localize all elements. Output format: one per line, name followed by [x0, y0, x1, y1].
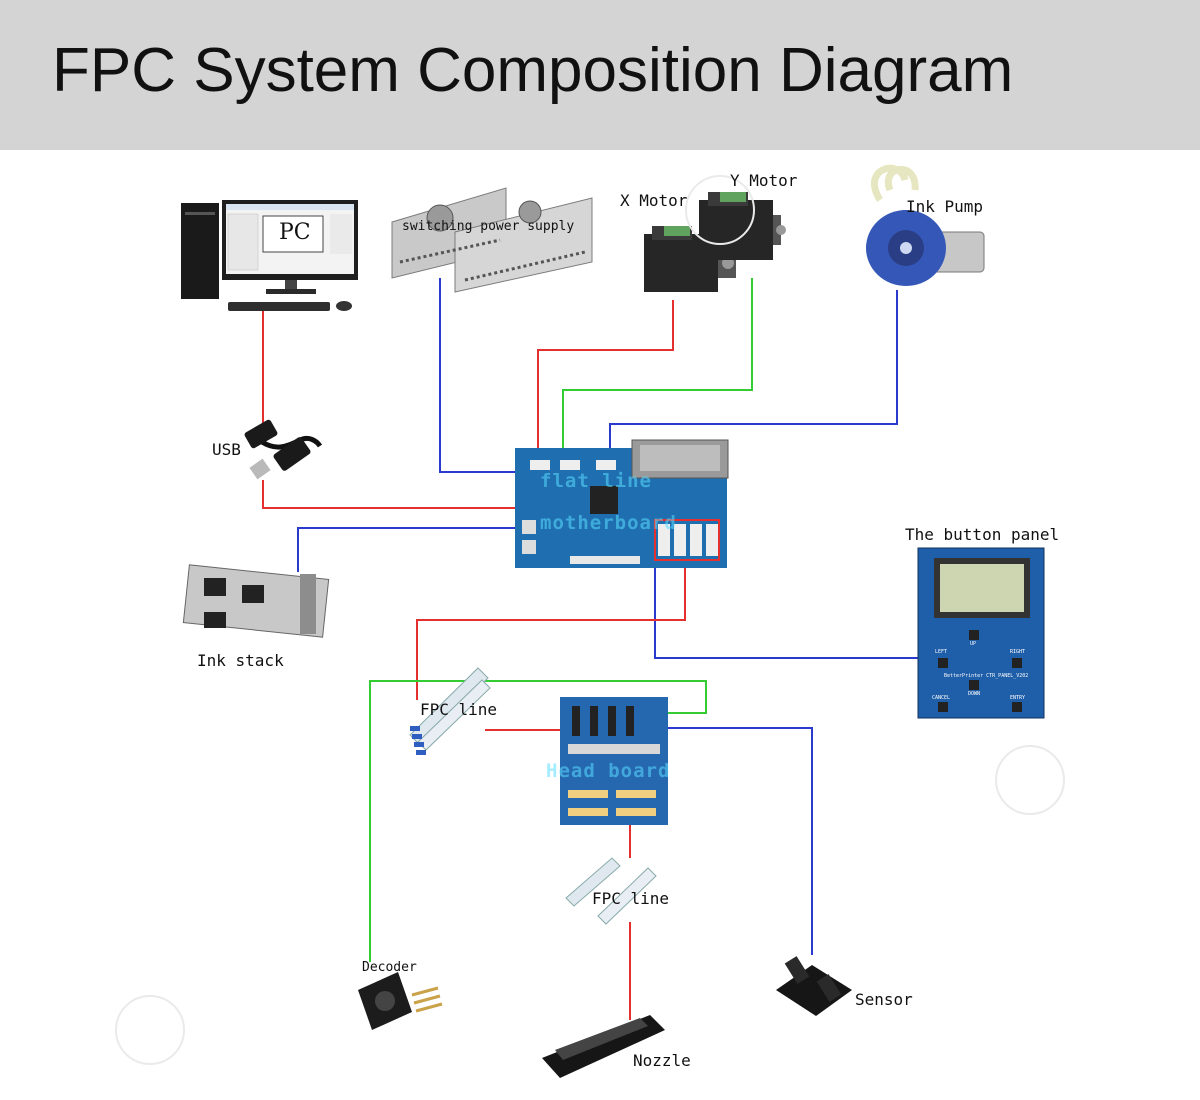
power-motherboard-line: [439, 278, 515, 473]
ink-pump-label: Ink Pump: [906, 197, 984, 216]
watermark: [115, 175, 1065, 1065]
button-panel-icon: [917, 547, 1045, 719]
keyboard-icon: [228, 302, 330, 311]
usb-cable-icon: [244, 419, 323, 480]
x-motor-label: X Motor: [620, 191, 688, 210]
panel-button-entry: ENTRY: [1010, 695, 1026, 701]
power-supply-label: switching power supply: [402, 219, 575, 234]
decoder-icon: [358, 972, 443, 1030]
pc-label: PC: [279, 220, 311, 245]
button-panel-label: The button panel: [905, 525, 1060, 544]
ink-stack-label: Ink stack: [197, 651, 284, 670]
usb-label: USB: [212, 440, 241, 459]
y-motor-icon: [699, 192, 786, 260]
title-bar: FPC System Composition Diagram: [0, 0, 1200, 150]
decoder-line: [369, 680, 707, 962]
fpc-line-lower-icon: [565, 857, 657, 925]
motherboard-label-line1: flat line: [540, 470, 652, 492]
panel-button-cancel: CANCEL: [932, 695, 951, 701]
fpc-line-lower-label: FPC line: [592, 889, 670, 908]
panel-button-right: RIGHT: [1010, 649, 1026, 655]
sensor-line: [668, 727, 813, 955]
page-title: FPC System Composition Diagram: [52, 36, 1014, 105]
ink-pump-line: [609, 290, 898, 455]
nozzle-label: Nozzle: [633, 1051, 691, 1070]
pc-unit: [181, 200, 358, 311]
panel-button-down: DOWN: [968, 691, 981, 697]
panel-model-text: BetterPrinter CTR_PANEL_V202: [944, 673, 1029, 679]
panel-button-up: UP: [970, 641, 977, 647]
fpc-line-upper-icon: [409, 667, 491, 755]
ink-stack-line: [297, 527, 518, 572]
motherboard-fpc-line: [416, 568, 686, 700]
nozzle-icon: [542, 1015, 665, 1078]
x-motor-icon: [644, 226, 736, 292]
fpc-line-upper-label: FPC line: [420, 700, 498, 719]
sensor-label: Sensor: [855, 990, 913, 1009]
decoder-label: Decoder: [362, 960, 417, 975]
pc-tower-icon: [181, 203, 219, 299]
button-panel-line: [654, 568, 918, 659]
panel-button-left: LEFT: [935, 649, 948, 655]
y-motor-label: Y Motor: [730, 171, 798, 190]
ink-pump-icon: [866, 164, 985, 286]
motherboard-label-line2: motherboard: [540, 512, 677, 534]
head-board-label: Head board: [546, 760, 671, 782]
sensor-icon: [776, 956, 852, 1016]
ink-stack-icon: [182, 564, 330, 638]
power-supply-icon: [391, 187, 593, 293]
head-board-icon: [560, 697, 668, 825]
usb-motherboard-line: [262, 480, 518, 509]
y-motor-line: [562, 278, 753, 455]
motherboard-icon: [515, 439, 729, 568]
x-motor-line: [537, 300, 674, 455]
connection-lines: [262, 278, 918, 1020]
mouse-icon: [336, 301, 352, 311]
